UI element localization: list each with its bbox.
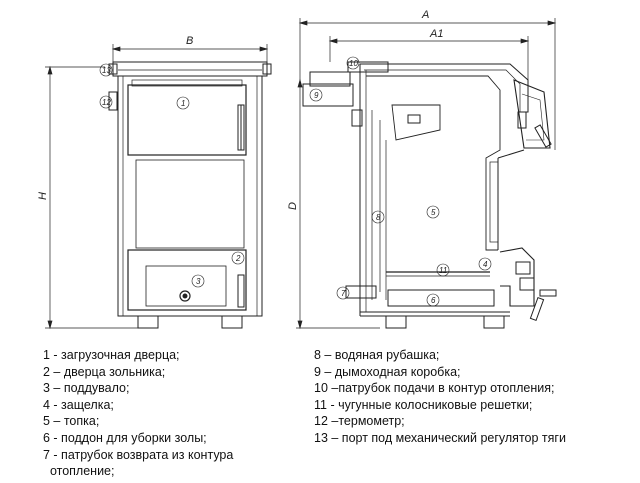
- boiler-technical-drawing: B H A A1 D 13 12 1 3 2 10 9 8 5 11 4 7 6: [37, 9, 557, 330]
- callout-text-6-side: 6: [431, 296, 436, 305]
- callout-text-1-front: 1: [181, 99, 185, 108]
- callout-12-front: [99, 95, 113, 109]
- legend-item-5: 5 – топка;: [43, 414, 100, 429]
- callout-text-13-front: 13: [102, 66, 111, 75]
- callout-13-front: [99, 63, 113, 77]
- callout-text-10-side: 10: [349, 59, 358, 68]
- legend-item-7: 7 - патрубок возврата из контура: [43, 447, 234, 462]
- legend-item-2: 2 – дверца зольника;: [43, 364, 166, 379]
- legend-item-8: 8 – водяная рубашка;: [314, 348, 440, 362]
- loading-door: [127, 84, 247, 156]
- callout-2-front: [231, 251, 245, 265]
- callout-text-11-side: 11: [439, 266, 447, 275]
- callout-4-side: [478, 257, 492, 271]
- legend-item-10: 10 –патрубок подачи в контур отопления;: [314, 381, 555, 396]
- callout-6-side: [426, 293, 440, 307]
- dimension-label-h: H: [37, 192, 49, 200]
- legend-item-6: 6 - поддон для уборки золы;: [43, 430, 207, 445]
- callout-11-side: [436, 263, 450, 277]
- callout-text-9-side: 9: [314, 91, 319, 100]
- dimension-label-a1: A1: [429, 28, 443, 40]
- dimension-label-d: D: [287, 202, 299, 210]
- front-view: [45, 44, 272, 330]
- callout-8-side: [371, 210, 385, 224]
- legend-item-11: 11 - чугунные колосниковые решетки;: [314, 397, 533, 412]
- dimension-h: [45, 65, 140, 330]
- callout-9-side: [309, 88, 323, 102]
- callout-text-7-side: 7: [341, 289, 346, 298]
- legend-item-12: 12 –термометр;: [314, 414, 405, 429]
- boiler-top-cap: [112, 61, 268, 77]
- callout-10-side: [346, 56, 360, 70]
- ash-door: [127, 249, 247, 311]
- dimension-label-b: B: [186, 35, 193, 47]
- smoke-box: [302, 83, 354, 107]
- legend-item-1: 1 - загрузочная дверца;: [43, 348, 180, 362]
- callout-text-8-side: 8: [376, 213, 381, 222]
- dimension-b: [111, 44, 269, 62]
- legend-item-9: 9 – дымоходная коробка;: [314, 364, 461, 379]
- side-view: [296, 18, 557, 330]
- legend-item-3: 3 – поддувало;: [43, 381, 130, 396]
- callout-3-front: [191, 274, 205, 288]
- legend-right: 8 – водяная рубашка; 9 – дымоходная коро…: [314, 347, 566, 447]
- legend-left: 1 - загрузочная дверца; 2 – дверца зольн…: [43, 347, 233, 480]
- callout-7-side: [336, 286, 350, 300]
- callout-5-side: [426, 205, 440, 219]
- legend-item-4: 4 - защелка;: [43, 397, 114, 412]
- callout-text-4-side: 4: [483, 260, 488, 269]
- callout-text-5-side: 5: [431, 208, 436, 217]
- dimension-label-a: A: [421, 9, 429, 21]
- legend-item-13: 13 – порт под механический регулятор тяг…: [314, 430, 566, 445]
- ash-pan: [387, 289, 495, 307]
- dimension-a1: [328, 36, 530, 80]
- callout-text-12-front: 12: [102, 98, 111, 107]
- dimension-a: [298, 18, 557, 150]
- callout-text-3-front: 3: [196, 277, 201, 286]
- callout-text-2-front: 2: [235, 254, 241, 263]
- callout-1-front: [176, 96, 190, 110]
- legend-item-7-cont: отопление;: [43, 464, 115, 479]
- dimension-d: [296, 78, 380, 330]
